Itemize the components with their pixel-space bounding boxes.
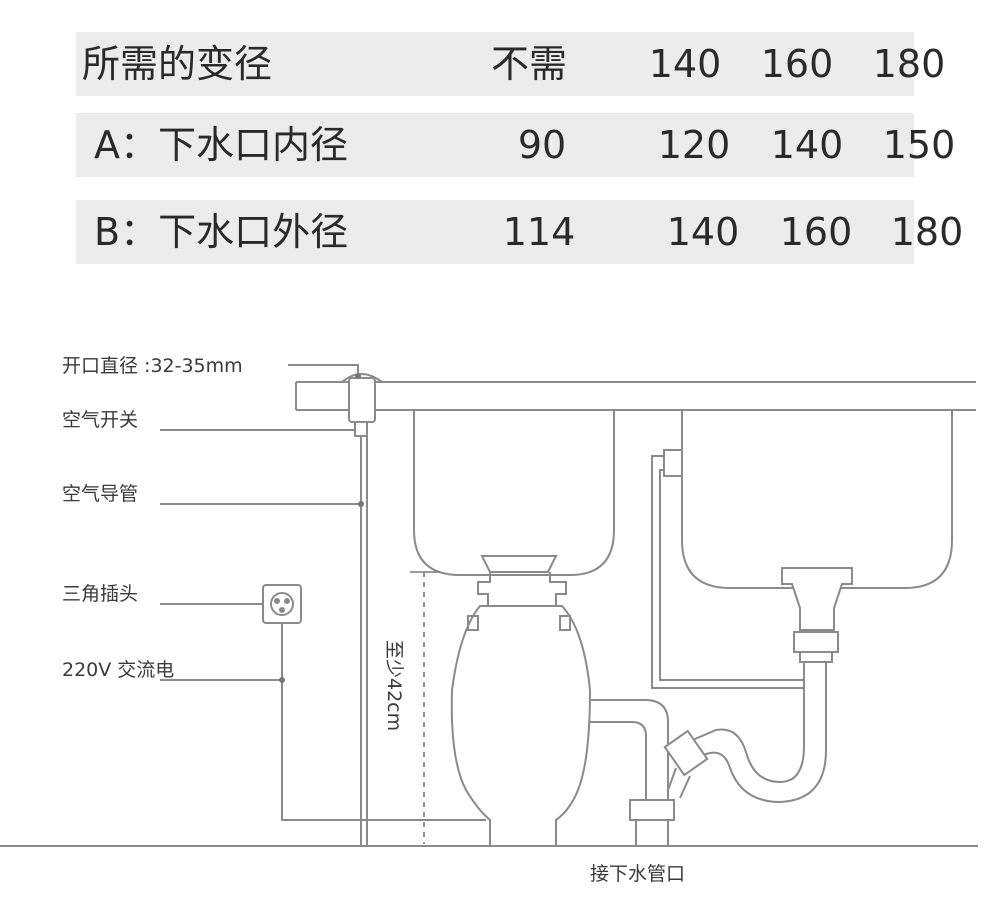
overflow-tube <box>651 455 804 689</box>
air-switch <box>348 377 376 423</box>
label-clearance: 至少42cm <box>383 640 405 731</box>
table-cell: 114 <box>502 210 576 254</box>
installation-diagram: 开口直径 :32-35mm 空气开关 空气导管 三角插头 220V 交流电 至少… <box>0 355 978 885</box>
countertop <box>295 381 976 411</box>
label-air-switch: 空气开关 <box>62 409 138 431</box>
table-cell: 90 <box>517 123 567 167</box>
row-label-outer-diameter: B：下水口外径 <box>94 210 349 254</box>
right-drain-nut <box>793 631 839 653</box>
disposer-neck <box>477 572 567 607</box>
drain-riser <box>635 820 669 846</box>
label-triangle-plug: 三角插头 <box>62 583 138 605</box>
socket-face <box>270 592 294 616</box>
label-opening-diameter: 开口直径 :32-35mm <box>62 355 243 377</box>
table-cell: 150 <box>882 123 956 167</box>
right-drain-basket <box>781 567 853 631</box>
table-cell: 160 <box>760 42 834 86</box>
disposer-body <box>450 605 592 847</box>
table-cell: 140 <box>648 42 722 86</box>
drain-riser-joint <box>629 799 675 821</box>
leader-opening <box>288 364 359 376</box>
row-label-inner-diameter: A：下水口内径 <box>94 123 348 167</box>
outlet-pipe <box>590 699 669 802</box>
air-switch-nozzle <box>354 421 368 437</box>
table-cell: 160 <box>779 210 853 254</box>
disposer-flange <box>480 555 558 573</box>
air-tube <box>360 436 368 846</box>
air-switch-cap <box>341 373 383 383</box>
p-trap <box>687 662 827 804</box>
table-cell: 140 <box>666 210 740 254</box>
table-cell: 180 <box>890 210 964 254</box>
left-sink-basin <box>413 410 615 576</box>
table-cell: 120 <box>657 123 731 167</box>
table-cell: 不需 <box>490 42 568 86</box>
overflow-inlet <box>663 449 683 477</box>
power-cord <box>281 623 486 821</box>
label-drain-outlet: 接下水管口 <box>590 863 685 885</box>
table-row: 所需的变径 不需 140 160 180 <box>76 32 945 96</box>
table-row: A：下水口内径 90 120 140 150 <box>76 113 955 177</box>
table-row: B：下水口外径 114 140 160 180 <box>76 200 963 264</box>
table-cell: 140 <box>770 123 844 167</box>
label-power-supply: 220V 交流电 <box>62 659 174 681</box>
trap-to-riser <box>667 767 691 799</box>
right-sink-basin <box>681 410 953 589</box>
socket <box>262 584 302 624</box>
table-cell: 180 <box>872 42 946 86</box>
trap-connector <box>663 729 709 777</box>
row-label-required-reducer: 所需的变径 <box>82 42 273 86</box>
label-air-tube: 空气导管 <box>62 483 138 505</box>
